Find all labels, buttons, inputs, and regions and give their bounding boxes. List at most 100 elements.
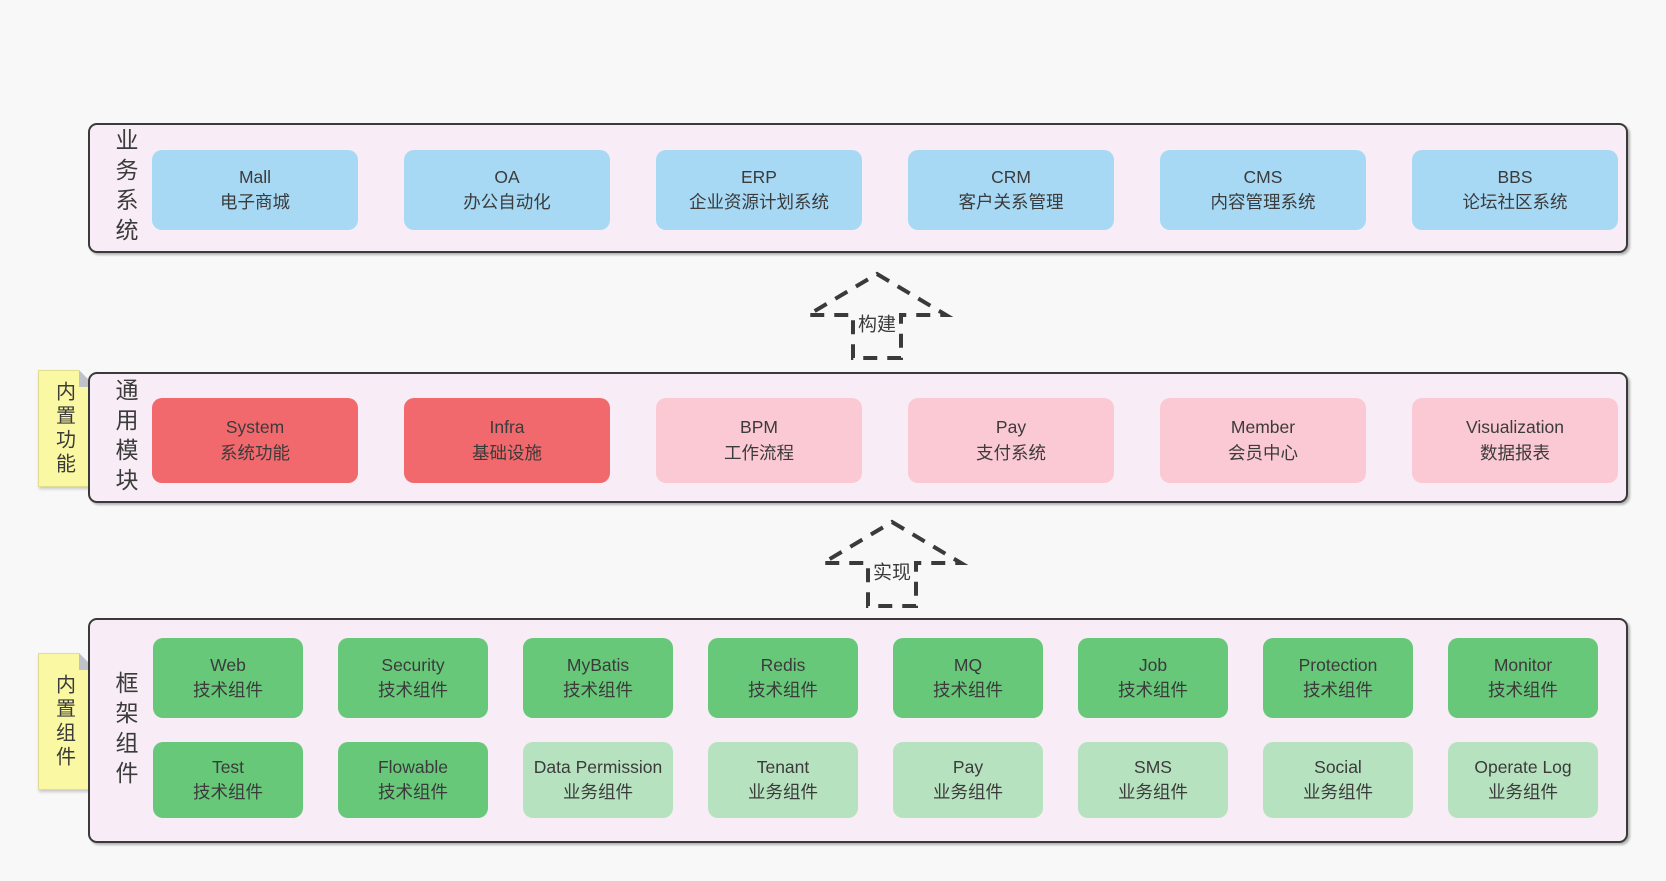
box-desc: 技术组件 <box>1303 680 1373 700</box>
box-name: Member <box>1230 417 1296 438</box>
framework-components-row-2: Test 技术组件 Flowable 技术组件 Data Permission … <box>153 742 1598 818</box>
box-desc: 技术组件 <box>193 782 263 802</box>
box-name: Test <box>211 756 245 777</box>
box-mall: Mall 电子商城 <box>152 150 358 230</box>
box-desc: 技术组件 <box>563 680 633 700</box>
box-desc: 电子商城 <box>220 192 290 212</box>
box-name: Security <box>381 654 445 675</box>
box-desc: 技术组件 <box>748 680 818 700</box>
box-desc: 客户关系管理 <box>958 192 1064 212</box>
box-desc: 业务组件 <box>1488 782 1558 802</box>
box-desc: 技术组件 <box>1118 680 1188 700</box>
panel-framework-components: 框架组件 Web 技术组件 Security 技术组件 MyBatis 技术组件… <box>88 618 1628 843</box>
box-name: Redis <box>760 654 806 675</box>
box-desc: 会员中心 <box>1228 442 1298 463</box>
box-name: Mall <box>238 166 272 187</box>
box-name: OA <box>494 166 520 187</box>
box-desc: 工作流程 <box>724 442 794 463</box>
box-name: Operate Log <box>1474 756 1572 777</box>
box-name: MyBatis <box>566 654 630 675</box>
box-name: Web <box>210 654 246 675</box>
box-social: Social 业务组件 <box>1263 742 1413 818</box>
box-desc: 业务组件 <box>1303 782 1373 802</box>
box-job: Job 技术组件 <box>1078 638 1228 718</box>
panel-business-systems: 业务系统 Mall 电子商城 OA 办公自动化 ERP 企业资源计划系统 CRM… <box>88 123 1628 253</box>
box-desc: 业务组件 <box>933 782 1003 802</box>
panel-label: 框架组件 <box>112 670 138 791</box>
box-name: Social <box>1314 756 1362 777</box>
box-name: Pay <box>995 417 1027 438</box>
dashed-up-arrow-icon <box>800 271 954 360</box>
box-system: System 系统功能 <box>152 398 358 483</box>
box-flowable: Flowable 技术组件 <box>338 742 488 818</box>
business-systems-row: Mall 电子商城 OA 办公自动化 ERP 企业资源计划系统 CRM 客户关系… <box>152 150 1618 230</box>
box-name: Pay <box>952 756 984 777</box>
box-desc: 技术组件 <box>193 680 263 700</box>
box-desc: 技术组件 <box>933 680 1003 700</box>
box-name: Job <box>1138 654 1168 675</box>
box-desc: 基础设施 <box>472 442 542 463</box>
box-desc: 企业资源计划系统 <box>689 192 829 212</box>
box-operate-log: Operate Log 业务组件 <box>1448 742 1598 818</box>
box-desc: 技术组件 <box>378 680 448 700</box>
panel-label: 业务系统 <box>112 128 138 248</box>
sticky-note-label: 内置功能 <box>52 380 75 477</box>
box-desc: 系统功能 <box>220 442 290 463</box>
box-name: Flowable <box>377 756 449 777</box>
arrow-label: 实现 <box>869 557 915 585</box>
box-desc: 论坛社区系统 <box>1462 192 1568 212</box>
box-member: Member 会员中心 <box>1160 398 1366 483</box>
box-name: System <box>225 417 285 438</box>
box-desc: 业务组件 <box>1118 782 1188 802</box>
panel-common-modules: 通用模块 System 系统功能 Infra 基础设施 BPM 工作流程 Pay… <box>88 372 1628 503</box>
panel-label: 通用模块 <box>112 377 138 498</box>
box-test: Test 技术组件 <box>153 742 303 818</box>
box-name: MQ <box>953 654 983 675</box>
box-pay-module: Pay 支付系统 <box>908 398 1114 483</box>
box-name: BBS <box>1497 166 1533 187</box>
box-name: CMS <box>1243 166 1283 187</box>
box-mybatis: MyBatis 技术组件 <box>523 638 673 718</box>
arrow-label: 构建 <box>854 309 900 337</box>
box-name: CRM <box>991 166 1031 187</box>
box-sms: SMS 业务组件 <box>1078 742 1228 818</box>
box-tenant: Tenant 业务组件 <box>708 742 858 818</box>
box-security: Security 技术组件 <box>338 638 488 718</box>
arrow-implement: 实现 <box>815 519 969 609</box>
box-pay-component: Pay 业务组件 <box>893 742 1043 818</box>
box-name: ERP <box>741 166 777 187</box>
box-oa: OA 办公自动化 <box>404 150 610 230</box>
arrow-build: 构建 <box>800 271 954 361</box>
box-redis: Redis 技术组件 <box>708 638 858 718</box>
box-desc: 数据报表 <box>1480 442 1550 463</box>
sticky-note-label: 内置组件 <box>52 673 75 770</box>
box-name: Data Permission <box>533 756 663 777</box>
box-web: Web 技术组件 <box>153 638 303 718</box>
sticky-note-builtin-components: 内置组件 <box>38 653 96 790</box>
box-desc: 办公自动化 <box>463 192 551 212</box>
box-name: BPM <box>740 417 778 438</box>
framework-components-row-1: Web 技术组件 Security 技术组件 MyBatis 技术组件 Redi… <box>153 638 1598 718</box>
box-desc: 支付系统 <box>976 442 1046 463</box>
box-mq: MQ 技术组件 <box>893 638 1043 718</box>
box-visualization: Visualization 数据报表 <box>1412 398 1618 483</box>
box-infra: Infra 基础设施 <box>404 398 610 483</box>
box-name: Visualization <box>1466 417 1564 438</box>
common-modules-row: System 系统功能 Infra 基础设施 BPM 工作流程 Pay 支付系统… <box>152 398 1618 483</box>
box-name: Protection <box>1298 654 1378 675</box>
box-protection: Protection 技术组件 <box>1263 638 1413 718</box>
box-data-permission: Data Permission 业务组件 <box>523 742 673 818</box>
box-name: Monitor <box>1493 654 1553 675</box>
box-name: SMS <box>1134 756 1172 777</box>
box-desc: 业务组件 <box>563 782 633 802</box>
box-desc: 技术组件 <box>378 782 448 802</box>
box-name: Infra <box>489 417 525 438</box>
box-bpm: BPM 工作流程 <box>656 398 862 483</box>
box-erp: ERP 企业资源计划系统 <box>656 150 862 230</box>
box-name: Tenant <box>756 756 810 777</box>
box-cms: CMS 内容管理系统 <box>1160 150 1366 230</box>
box-monitor: Monitor 技术组件 <box>1448 638 1598 718</box>
box-desc: 技术组件 <box>1488 680 1558 700</box>
box-crm: CRM 客户关系管理 <box>908 150 1114 230</box>
